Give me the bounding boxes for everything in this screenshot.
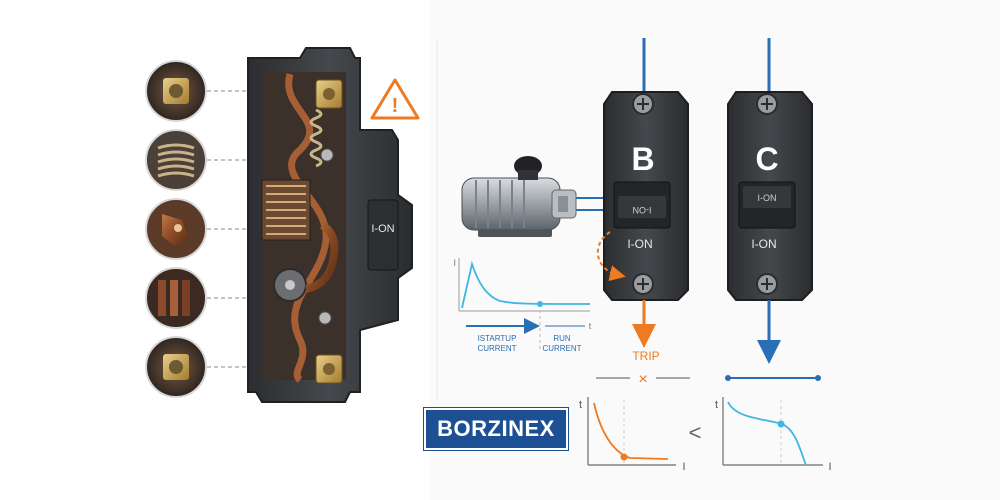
- breaker-c-letter: C: [755, 141, 778, 177]
- trip-curve-c-y-label: t: [715, 399, 718, 411]
- hold-status-line: [725, 375, 821, 381]
- current-graph-y-label: I: [453, 258, 456, 268]
- startup-label-line1: ISTARTUP: [478, 334, 517, 343]
- trip-label: TRIP: [632, 349, 659, 363]
- breaker-c-handle-label: I-ON: [758, 193, 777, 203]
- breaker-c-switch-label: I-ON: [751, 237, 776, 251]
- trip-curve-b: t I: [579, 397, 686, 473]
- breaker-c: C I-ON I-ON: [727, 38, 813, 364]
- startup-current-graph: I t ISTARTUP CURRENT RUN CURRENT: [453, 258, 592, 353]
- electric-motor: [461, 156, 577, 237]
- startup-label-line2: CURRENT: [477, 344, 516, 353]
- run-label-line2: CURRENT: [542, 344, 581, 353]
- breaker-b: B I-ON I-ON TRIP: [596, 38, 689, 363]
- detail-circle-bimetal: [145, 267, 207, 329]
- detail-circle-spring: [145, 129, 207, 191]
- breaker-b-switch-label: I-ON: [627, 237, 652, 251]
- trip-curve-b-x-label: I: [682, 461, 685, 473]
- run-current-point: [537, 301, 543, 307]
- detail-circle-terminal-top: [145, 60, 207, 122]
- comparison-symbol: <: [689, 420, 702, 445]
- cutaway-switch-lever: [367, 199, 399, 271]
- brand-logo: BORZINEX: [424, 408, 568, 450]
- detail-circle-contact: [145, 198, 207, 260]
- cutaway-switch-label: I-ON: [371, 223, 394, 235]
- component-detail-column: [145, 60, 326, 398]
- breaker-cutaway: I-ON: [247, 47, 413, 403]
- current-graph-x-label: t: [589, 321, 592, 331]
- trip-curve-b-y-label: t: [579, 399, 582, 411]
- trip-curve-b-point: [620, 453, 628, 461]
- warning-symbol: !: [392, 95, 399, 117]
- breaker-b-letter: B: [631, 141, 654, 177]
- detail-circle-terminal-bottom: [145, 336, 207, 398]
- arc-chamber: [261, 179, 311, 241]
- run-label-line1: RUN: [553, 334, 571, 343]
- warning-icon: !: [370, 78, 420, 120]
- trip-curve-b-line: [593, 402, 669, 460]
- current-curve: [461, 260, 591, 309]
- trip-curve-c-point: [777, 420, 785, 428]
- trip-spring: [309, 108, 323, 168]
- breaker-b-handle-label: I-ON: [633, 205, 652, 215]
- moving-contact: [305, 221, 339, 293]
- trip-status-line: ×: [596, 371, 690, 388]
- trip-curve-c: t I: [715, 397, 832, 473]
- trip-cross-symbol: ×: [638, 371, 647, 388]
- trip-motion-arrow: [596, 231, 626, 282]
- trip-curve-c-x-label: I: [828, 461, 831, 473]
